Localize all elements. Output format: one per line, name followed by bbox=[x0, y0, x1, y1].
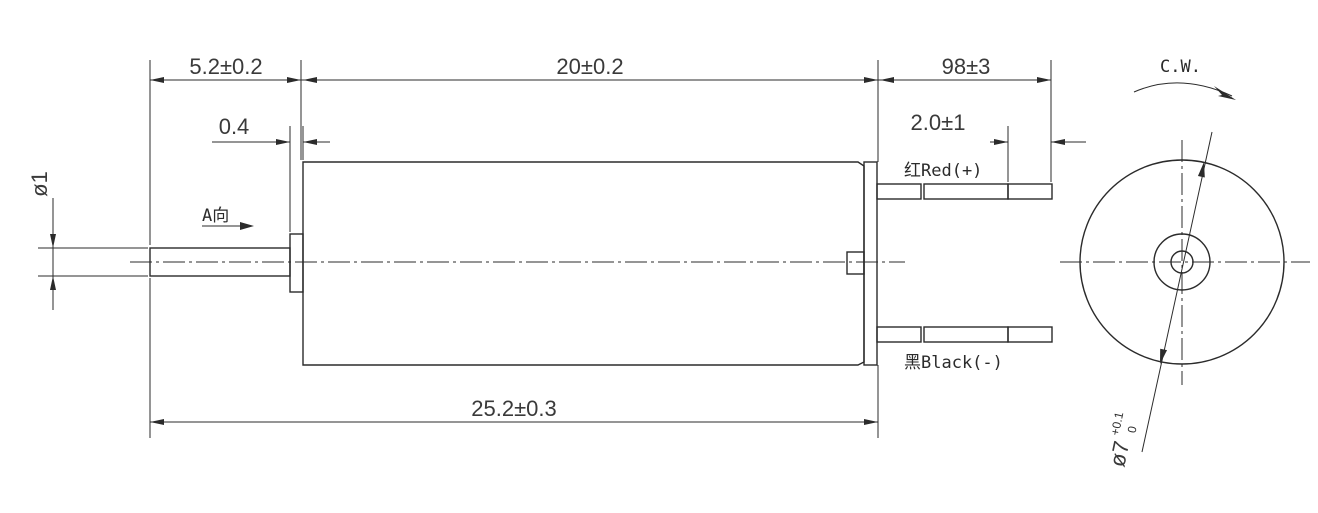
red-lead-wire bbox=[876, 183, 1053, 200]
top-dimensions: 5.2±0.2 20±0.2 98±3 bbox=[149, 54, 1052, 245]
diameter-leader bbox=[1141, 131, 1213, 453]
motor-side-view bbox=[130, 161, 1053, 366]
overall-length-dimension: 25.2±0.3 bbox=[149, 278, 879, 438]
end-diameter-lower-tol: 0 bbox=[1125, 424, 1140, 434]
motor-end-view bbox=[1060, 131, 1310, 453]
black-lead-label: 黑Black(-) bbox=[904, 353, 1003, 373]
rotation-label: C.W. bbox=[1160, 57, 1201, 77]
motor-body bbox=[302, 161, 865, 366]
end-cap bbox=[863, 161, 878, 366]
flange-dimension: 0.4 bbox=[212, 114, 330, 232]
end-diameter-symbol: ø7 bbox=[1104, 439, 1134, 469]
rear-bushing bbox=[846, 251, 865, 275]
shaft-length-label: 5.2±0.2 bbox=[189, 54, 262, 79]
body-length-label: 20±0.2 bbox=[556, 54, 623, 79]
lead-strip-dimension: 2.0±1 bbox=[911, 110, 1086, 182]
black-lead-wire bbox=[876, 326, 1053, 343]
red-lead-label: 红Red(+) bbox=[904, 161, 982, 181]
overall-length-label: 25.2±0.3 bbox=[471, 396, 556, 421]
front-boss bbox=[289, 233, 304, 293]
view-a-marker: A向 bbox=[202, 206, 254, 230]
shaft-diameter-label: ø1 bbox=[27, 171, 52, 197]
rotation-indicator: C.W. bbox=[1133, 57, 1236, 100]
end-diameter-callout: ø7 +0.1 0 bbox=[1104, 410, 1140, 469]
flange-thickness-label: 0.4 bbox=[219, 114, 250, 139]
shaft-diameter-dimension: ø1 bbox=[27, 171, 148, 310]
lead-length-label: 98±3 bbox=[942, 54, 991, 79]
end-diameter-upper-tol: +0.1 bbox=[1108, 410, 1127, 436]
lead-strip-label: 2.0±1 bbox=[911, 110, 966, 135]
view-a-label: A向 bbox=[202, 206, 229, 226]
